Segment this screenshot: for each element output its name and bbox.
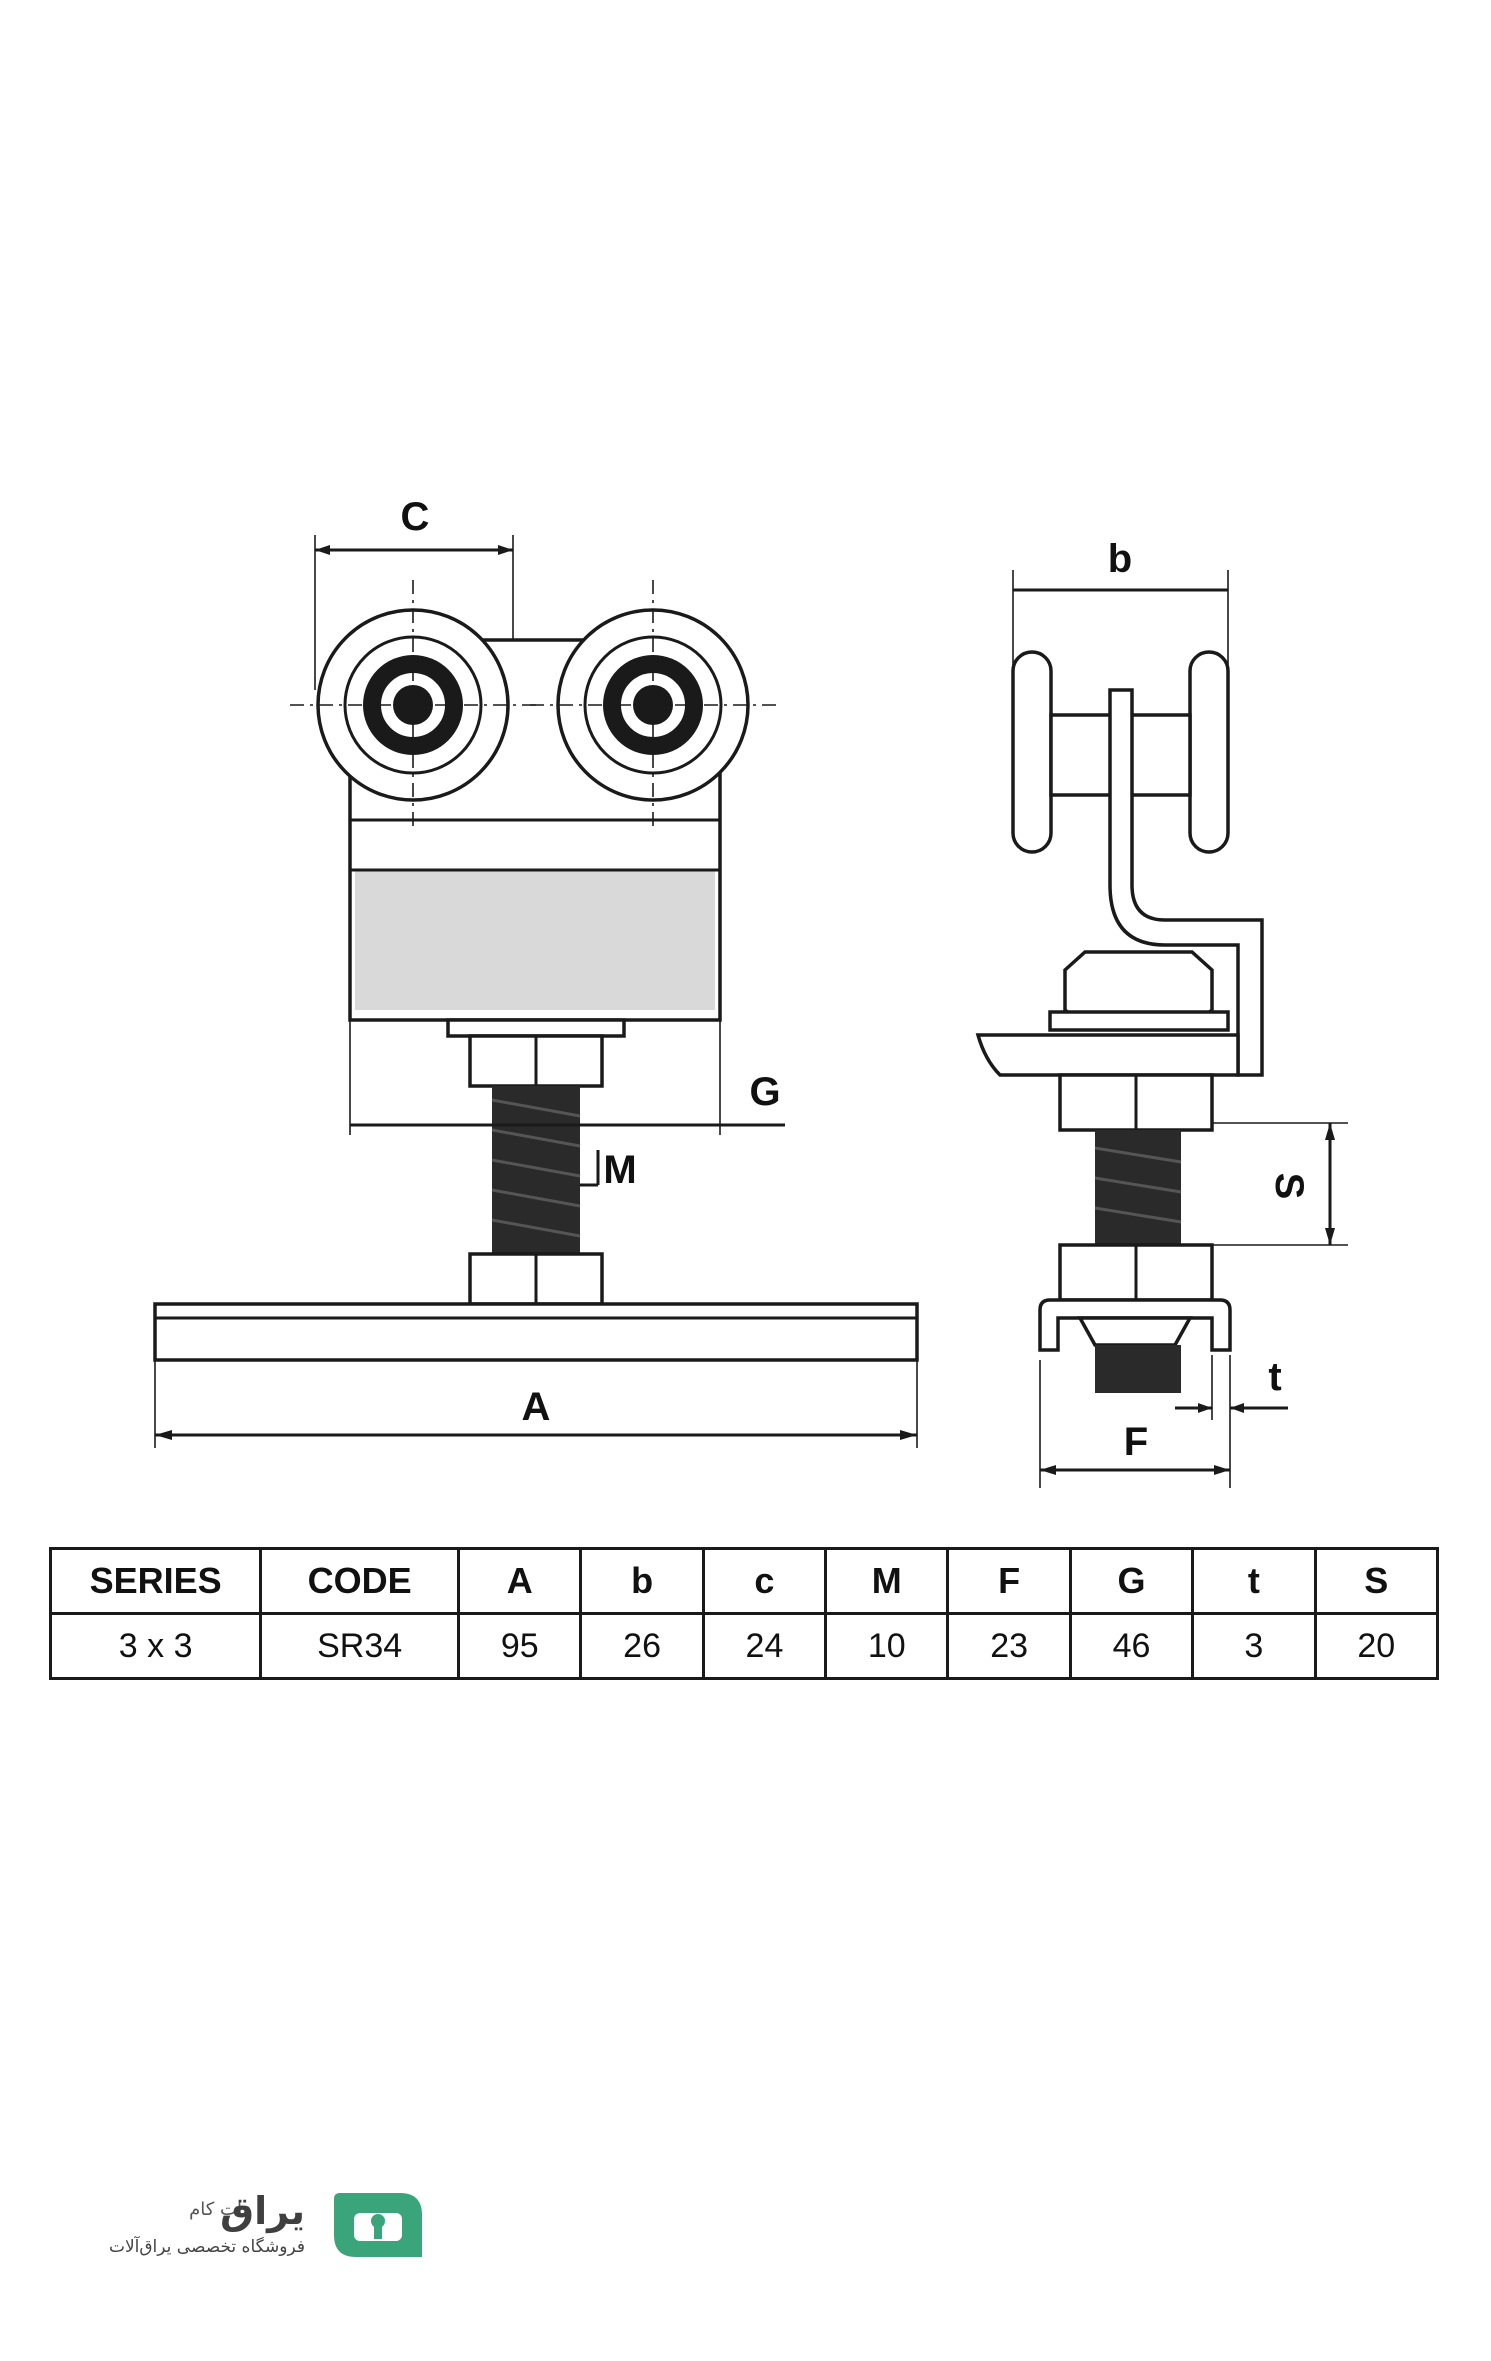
header-series: SERIES bbox=[48, 1547, 263, 1615]
dim-label-c: C bbox=[401, 495, 430, 539]
header-b: b bbox=[579, 1547, 705, 1615]
logo-tagline: فروشگاه تخصصی یراق‌آلات bbox=[108, 2237, 305, 2257]
cell-a: 95 bbox=[457, 1612, 583, 1680]
header-c: c bbox=[701, 1547, 828, 1615]
cell-b: 26 bbox=[579, 1612, 705, 1680]
dim-label-t: t bbox=[1268, 1355, 1281, 1399]
header-s: S bbox=[1313, 1547, 1440, 1615]
cell-t: 3 bbox=[1191, 1612, 1317, 1680]
cell-f: 23 bbox=[946, 1612, 1072, 1680]
dim-label-b: b bbox=[1108, 537, 1132, 581]
logo-mark-icon bbox=[334, 2193, 422, 2257]
technical-drawing: C bbox=[153, 495, 1348, 1488]
dim-label-f: F bbox=[1124, 1420, 1148, 1464]
cell-code: SR34 bbox=[259, 1612, 461, 1680]
dim-label-m: M bbox=[603, 1148, 636, 1192]
table-row: 3 x 3 SR34 95 26 24 10 23 46 3 20 bbox=[48, 1612, 1440, 1680]
header-m: M bbox=[824, 1547, 950, 1615]
cell-series: 3 x 3 bbox=[48, 1612, 263, 1680]
front-wheel-right bbox=[530, 580, 776, 830]
logo-suffix: دات کام bbox=[189, 2199, 250, 2220]
header-code: CODE bbox=[259, 1547, 461, 1615]
cell-g: 46 bbox=[1068, 1612, 1195, 1680]
header-a: A bbox=[457, 1547, 583, 1615]
spec-table: SERIES CODE A b c M F G t S 3 x 3 SR34 9… bbox=[48, 1547, 1440, 1680]
brand-logo: دات کام یراق فروشگاه تخصصی یراق‌آلات bbox=[100, 2185, 430, 2265]
front-wheel-left bbox=[290, 580, 536, 830]
dim-label-a: A bbox=[522, 1385, 551, 1429]
cell-s: 20 bbox=[1313, 1612, 1440, 1680]
cell-m: 10 bbox=[824, 1612, 950, 1680]
header-t: t bbox=[1191, 1547, 1317, 1615]
header-g: G bbox=[1068, 1547, 1195, 1615]
header-f: F bbox=[946, 1547, 1072, 1615]
logo-name: یراق bbox=[220, 2189, 305, 2233]
table-header-row: SERIES CODE A b c M F G t S bbox=[48, 1547, 1440, 1615]
side-view: b S bbox=[975, 537, 1348, 1488]
dim-label-g: G bbox=[749, 1070, 780, 1114]
front-view: C bbox=[153, 495, 919, 1448]
dim-label-s: S bbox=[1267, 1173, 1311, 1200]
cell-c: 24 bbox=[701, 1612, 828, 1680]
